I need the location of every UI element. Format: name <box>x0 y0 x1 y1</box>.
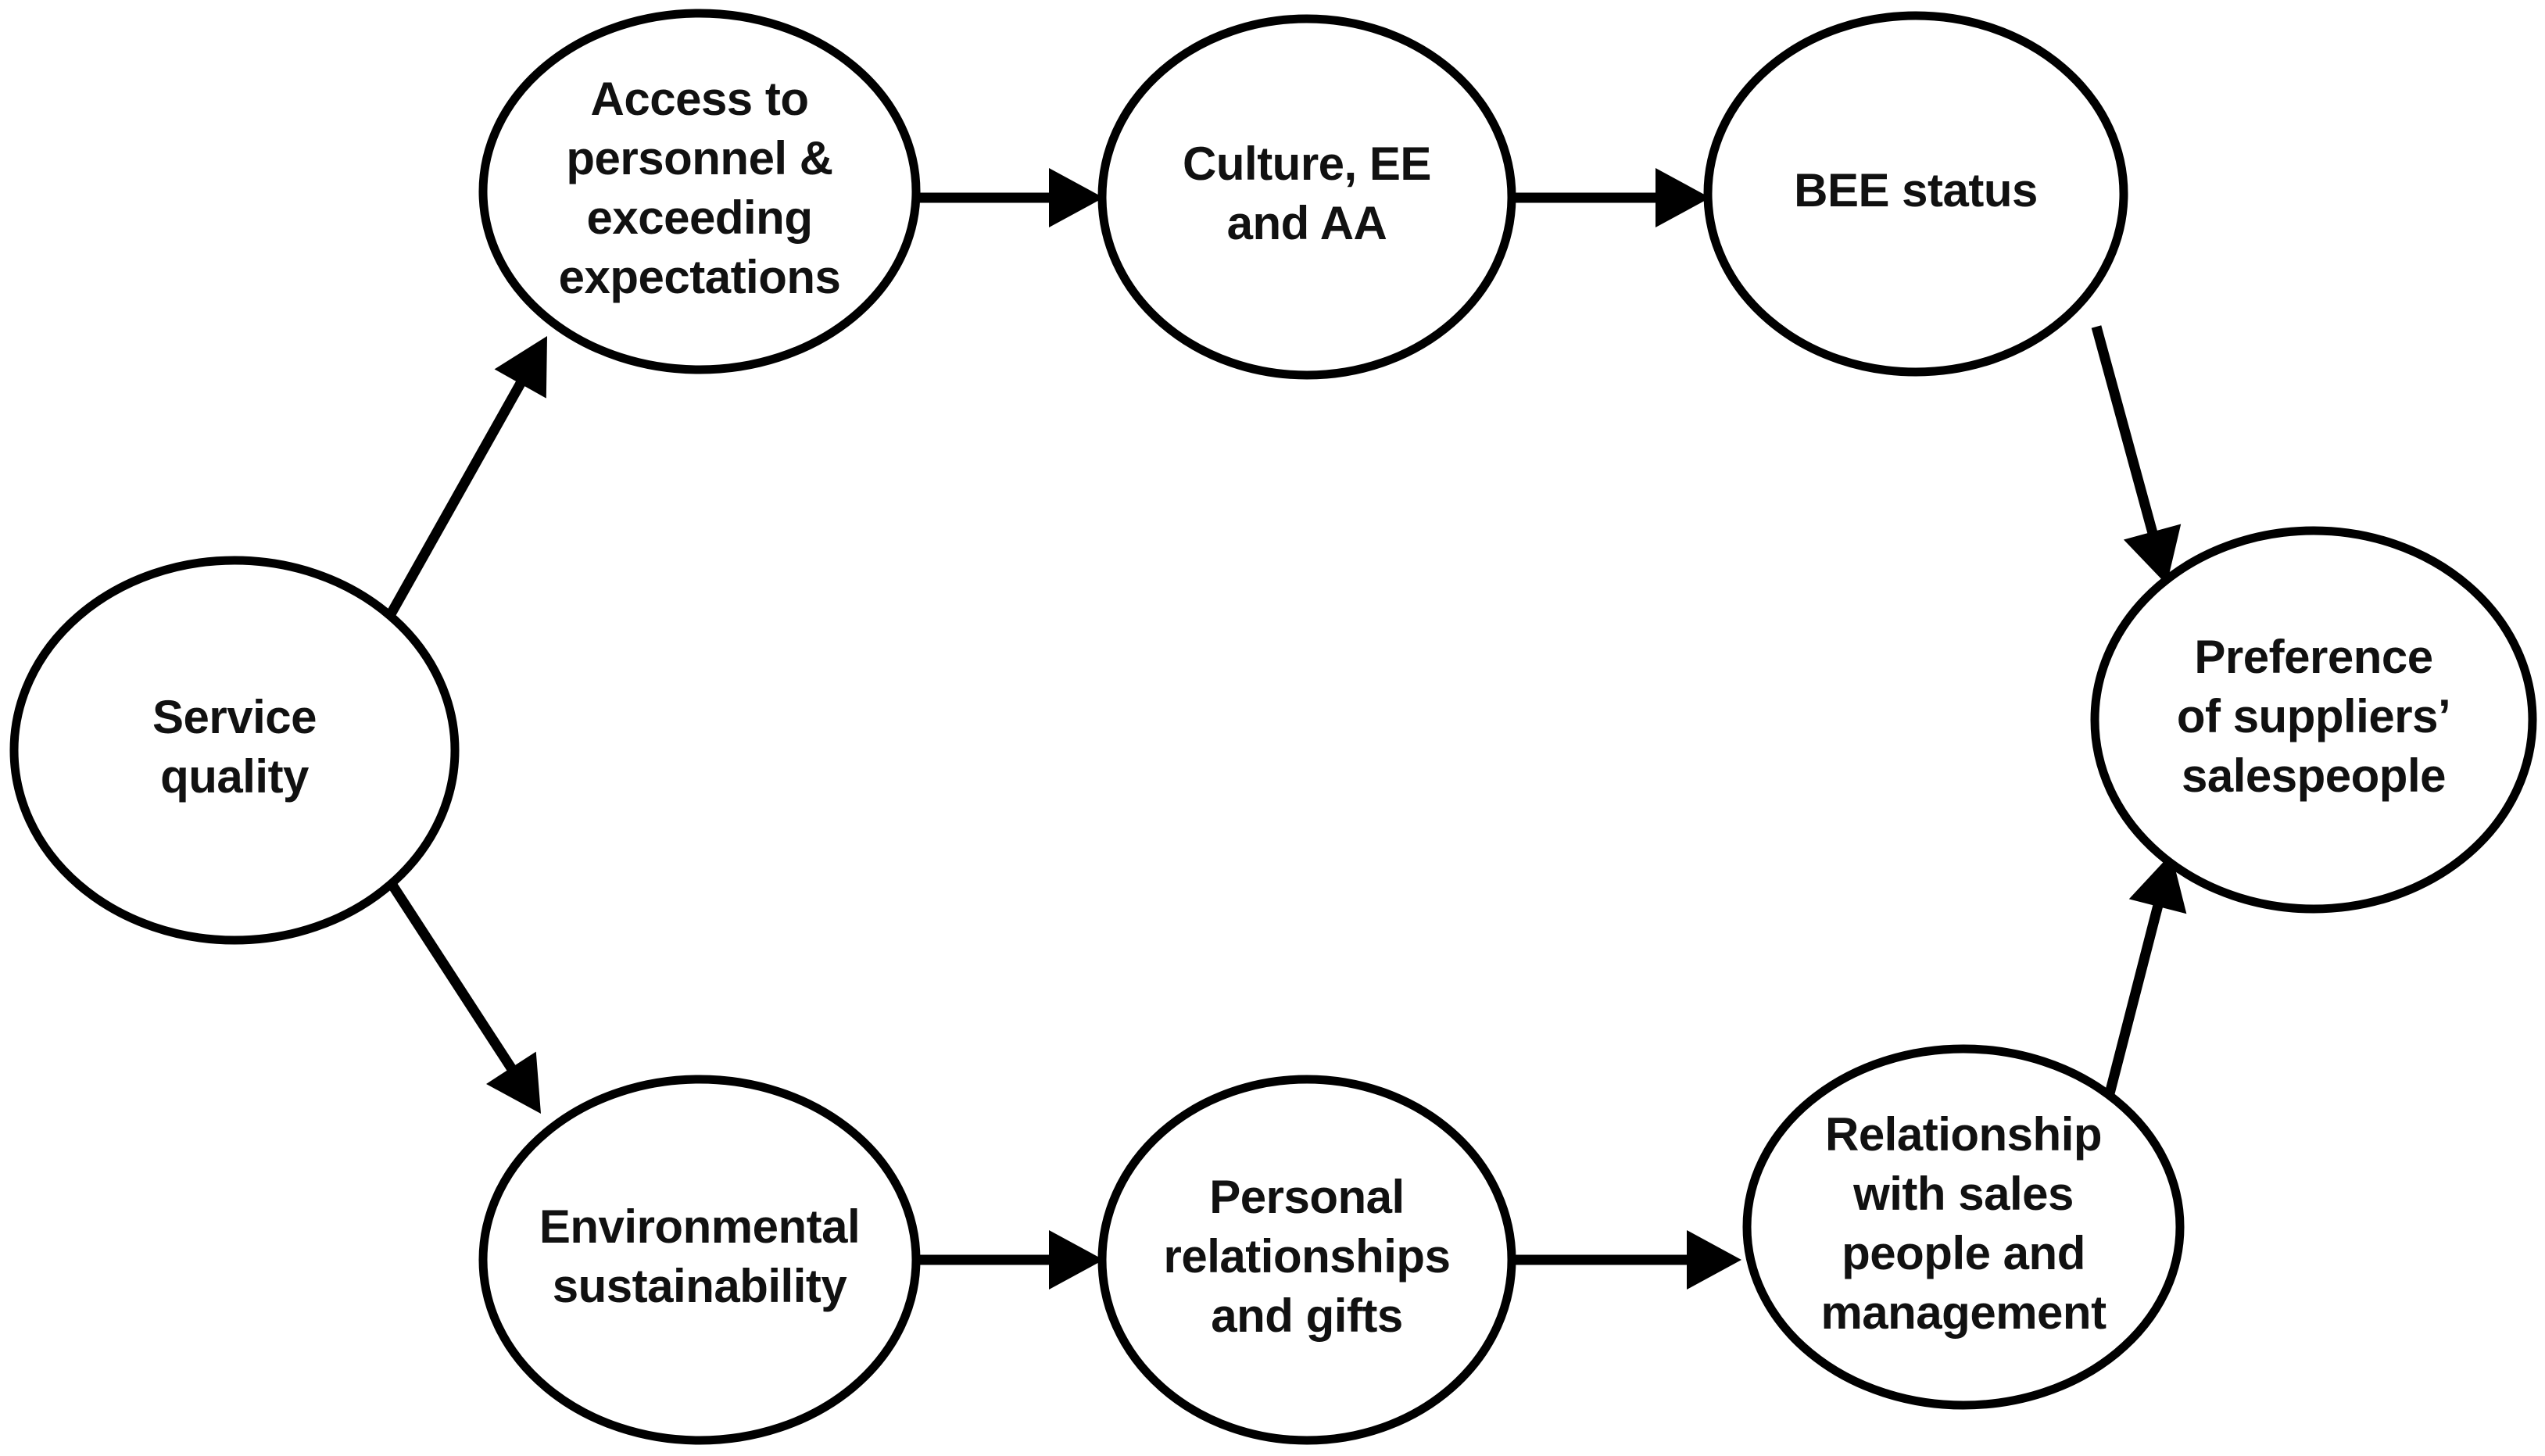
node-label-line: Service <box>152 691 317 743</box>
node-label-line: sustainability <box>553 1260 848 1312</box>
edge-service-quality-to-environmental <box>380 870 541 1114</box>
node-label-line: management <box>1820 1286 2107 1339</box>
edge-bee-to-preference <box>2091 325 2182 585</box>
node-label-line: Access to <box>591 73 809 125</box>
arrowhead-icon <box>1687 1230 1741 1290</box>
node-label: Culture, EE and AA <box>1183 138 1431 249</box>
node-label-line: Relationship <box>1825 1108 2102 1161</box>
edges-layer <box>380 168 2187 1290</box>
node-label-line: with sales <box>1852 1168 2074 1220</box>
node-ellipse[interactable] <box>2090 526 2537 914</box>
node-label-line: Environmental <box>539 1200 860 1253</box>
node-label-line: and AA <box>1227 197 1387 249</box>
edge-line <box>2096 900 2164 1129</box>
node-label-line: exceeding <box>587 191 813 244</box>
node-label: Environmental sustainability <box>539 1200 860 1312</box>
node-personal-relationships-and-gifts[interactable]: Personal relationships and gifts <box>1097 1075 1516 1445</box>
edge-culture-to-bee <box>1515 168 1710 227</box>
arrowhead-icon <box>494 336 547 399</box>
arrowhead-icon <box>1049 168 1104 227</box>
arrowhead-icon <box>1049 1230 1104 1290</box>
node-ellipse[interactable] <box>1703 11 2128 377</box>
nodes-layer: Service quality Access to personnel & exceed… <box>9 9 2537 1445</box>
node-environmental-sustainability[interactable]: Environmental sustainability <box>478 1075 921 1445</box>
edge-line <box>380 377 528 628</box>
node-ellipse[interactable] <box>1097 14 1516 380</box>
edge-relationship-to-preference <box>2096 853 2187 1129</box>
node-ellipse[interactable] <box>1097 1075 1516 1445</box>
node-ellipse[interactable] <box>478 1075 921 1445</box>
node-bee-status[interactable]: BEE status <box>1703 11 2128 377</box>
node-preference-of-suppliers-salespeople[interactable]: Preference of suppliers’ salespeople <box>2090 526 2537 914</box>
node-label-line: quality <box>160 750 310 803</box>
node-label-line: and gifts <box>1211 1290 1403 1342</box>
node-access-to-personnel[interactable]: Access to personnel & exceeding expectation… <box>478 9 921 374</box>
node-label: Service quality <box>152 691 317 803</box>
edge-line <box>380 870 518 1075</box>
node-label-line: salespeople <box>2182 749 2446 802</box>
node-label: Personal relationships and gifts <box>1164 1171 1451 1342</box>
arrowhead-icon <box>1656 168 1710 227</box>
node-relationship-with-sales-people-and-management[interactable]: Relationship with sales people and manageme… <box>1742 1044 2185 1410</box>
node-label-line: Personal <box>1209 1171 1404 1223</box>
node-label: Relationship with sales people and manageme… <box>1820 1108 2107 1339</box>
node-ellipse[interactable] <box>9 556 460 945</box>
edge-personal-to-relationship <box>1515 1230 1741 1290</box>
node-label: Preference of suppliers’ salespeople <box>2177 631 2450 802</box>
edge-service-quality-to-access <box>380 336 547 628</box>
node-ellipse[interactable] <box>478 9 921 374</box>
node-service-quality[interactable]: Service quality <box>9 556 460 945</box>
arrowhead-icon <box>2123 524 2182 585</box>
edge-access-to-culture <box>913 168 1104 227</box>
node-label-line: personnel & <box>566 132 832 184</box>
node-label-line: people and <box>1842 1227 2085 1279</box>
node-culture-ee-aa[interactable]: Culture, EE and AA <box>1097 14 1516 380</box>
node-label-line: relationships <box>1164 1230 1451 1282</box>
node-ellipse[interactable] <box>1742 1044 2185 1410</box>
node-label-line: Preference <box>2194 631 2432 683</box>
node-label: Access to personnel & exceeding expectation… <box>559 73 841 303</box>
edge-environmental-to-personal <box>913 1230 1104 1290</box>
node-label: BEE status <box>1794 164 2038 216</box>
node-label-line: of suppliers’ <box>2177 690 2450 742</box>
node-label-line: Culture, EE <box>1183 138 1431 190</box>
arrowhead-icon <box>486 1051 541 1114</box>
node-label-line: expectations <box>559 251 841 303</box>
node-label-line: BEE status <box>1794 164 2038 216</box>
edge-line <box>2091 325 2159 538</box>
